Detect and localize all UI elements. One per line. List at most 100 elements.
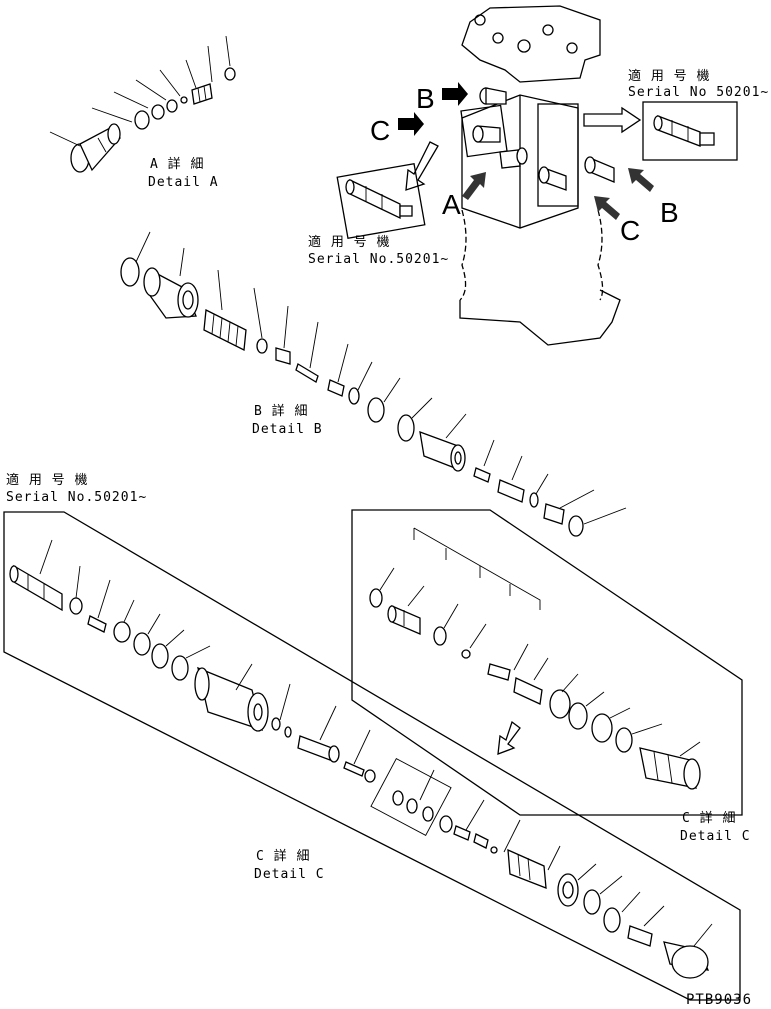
detail-b-ring bbox=[256, 338, 268, 354]
left-panel-spring-2 bbox=[453, 825, 471, 841]
hollow-arrow-down-icon bbox=[405, 141, 439, 191]
view-label-b: B bbox=[416, 83, 435, 114]
left-panel-nut bbox=[557, 873, 579, 907]
detail-a-oring bbox=[134, 110, 150, 130]
body-fitting bbox=[499, 147, 528, 169]
serial-box-top-right bbox=[642, 101, 738, 161]
left-panel-bolt bbox=[627, 925, 653, 947]
left-panel-poppet bbox=[473, 833, 489, 849]
detail-c-panel-parts bbox=[369, 527, 701, 790]
detail-c-ring bbox=[433, 626, 447, 646]
detail-b-sleeve bbox=[275, 347, 291, 365]
detail-b-poppet bbox=[473, 467, 491, 483]
serial-label-middle: Serial No.50201~ bbox=[308, 252, 449, 267]
view-label-b-right: B bbox=[660, 197, 679, 228]
arrow-b-right-icon bbox=[628, 168, 654, 192]
detail-c-plug bbox=[639, 747, 701, 790]
detail-b-oring bbox=[397, 414, 415, 442]
detail-a-spring bbox=[191, 83, 213, 105]
applicable-label-middle: 適 用 号 機 bbox=[308, 234, 390, 250]
detail-b-oring bbox=[120, 257, 140, 287]
detail-a-title-en: Detail A bbox=[148, 175, 219, 190]
detail-c-right-title-en: Detail C bbox=[680, 829, 751, 844]
applicable-label-top-right: 適 用 号 機 bbox=[628, 68, 710, 84]
serial-box-middle bbox=[336, 162, 426, 240]
detail-c-backup-ring bbox=[549, 689, 571, 719]
arrow-b-icon bbox=[442, 82, 468, 106]
left-panel-cap bbox=[663, 941, 710, 979]
left-panel-oring bbox=[171, 655, 189, 681]
applicable-label-left: 適 用 号 機 bbox=[6, 472, 88, 488]
left-panel-plug bbox=[507, 848, 547, 889]
detail-c-oring bbox=[615, 727, 633, 753]
detail-a-ring bbox=[151, 104, 165, 120]
body-fitting bbox=[472, 125, 501, 143]
left-panel-pin bbox=[343, 761, 365, 777]
detail-a-washer bbox=[224, 67, 236, 81]
left-panel-spool bbox=[9, 564, 63, 612]
left-panel-housing bbox=[194, 666, 269, 732]
detail-b-adjuster bbox=[543, 503, 565, 525]
drawing-code: PTB9036 bbox=[686, 992, 752, 1008]
left-panel-ball bbox=[490, 846, 498, 854]
view-label-c-right: C bbox=[620, 215, 640, 246]
left-panel-spring bbox=[87, 615, 107, 633]
body-fitting bbox=[479, 87, 507, 105]
left-panel-oring bbox=[133, 632, 151, 656]
body-fitting bbox=[538, 166, 567, 191]
left-panel-parts bbox=[9, 539, 713, 979]
left-panel-backup-ring bbox=[113, 621, 131, 643]
hollow-arrow-right-icon bbox=[583, 106, 642, 134]
left-panel-ring bbox=[406, 798, 418, 814]
detail-c-backup-ring bbox=[591, 713, 613, 743]
serial-label-top-right: Serial No 50201~ bbox=[628, 85, 769, 100]
detail-c-left-title-en: Detail C bbox=[254, 867, 325, 882]
detail-b-spring-2 bbox=[497, 479, 525, 503]
view-label-c: C bbox=[370, 115, 390, 146]
serial-label-left: Serial No.50201~ bbox=[6, 490, 147, 505]
arrow-c-right-icon bbox=[594, 196, 620, 220]
detail-c-spool bbox=[387, 605, 421, 635]
detail-b-spring bbox=[327, 379, 345, 397]
detail-b-backup-ring bbox=[367, 397, 385, 423]
detail-b-title-en: Detail B bbox=[252, 422, 323, 437]
detail-b-spool bbox=[203, 308, 247, 352]
detail-a-parts bbox=[49, 35, 236, 173]
left-panel-ring bbox=[439, 815, 453, 833]
detail-c-pin bbox=[487, 663, 511, 681]
left-panel-piston bbox=[297, 735, 340, 763]
left-panel-ring bbox=[271, 717, 281, 731]
left-panel-ring bbox=[422, 806, 434, 822]
arrow-a-icon bbox=[462, 172, 486, 200]
view-label-a: A bbox=[442, 189, 461, 220]
left-panel-ring bbox=[284, 726, 292, 738]
detail-b-ring bbox=[348, 387, 360, 405]
detail-b-housing bbox=[143, 267, 199, 319]
body-fitting bbox=[584, 156, 615, 183]
detail-a-plug bbox=[70, 123, 121, 173]
detail-c-oring bbox=[568, 702, 588, 730]
detail-b-parts bbox=[120, 231, 627, 537]
left-panel-ring bbox=[392, 790, 404, 806]
detail-a-ring bbox=[166, 99, 178, 113]
detail-b-title-jp: B 詳 細 bbox=[254, 403, 308, 419]
detail-c-spring bbox=[513, 677, 543, 705]
detail-b-nut bbox=[568, 515, 584, 537]
valve-body-assembly bbox=[398, 5, 654, 346]
left-panel-washer bbox=[603, 907, 621, 933]
replacement-fitting-middle bbox=[345, 178, 413, 220]
left-panel-ring bbox=[69, 597, 83, 615]
detail-b-plug bbox=[419, 431, 466, 472]
detail-c-ball bbox=[461, 649, 471, 659]
detail-c-ring bbox=[369, 588, 383, 608]
detail-c-left-title-jp: C 詳 細 bbox=[256, 848, 310, 864]
detail-c-panel bbox=[351, 509, 743, 816]
detail-b-pin bbox=[295, 363, 319, 383]
serial-panel-left bbox=[3, 511, 741, 1001]
replacement-fitting-top-right bbox=[653, 115, 715, 147]
detail-c-right-title-jp: C 詳 細 bbox=[682, 810, 736, 826]
left-panel-oring bbox=[583, 889, 601, 915]
detail-a-ball bbox=[180, 96, 188, 104]
arrow-c-icon bbox=[398, 112, 424, 136]
